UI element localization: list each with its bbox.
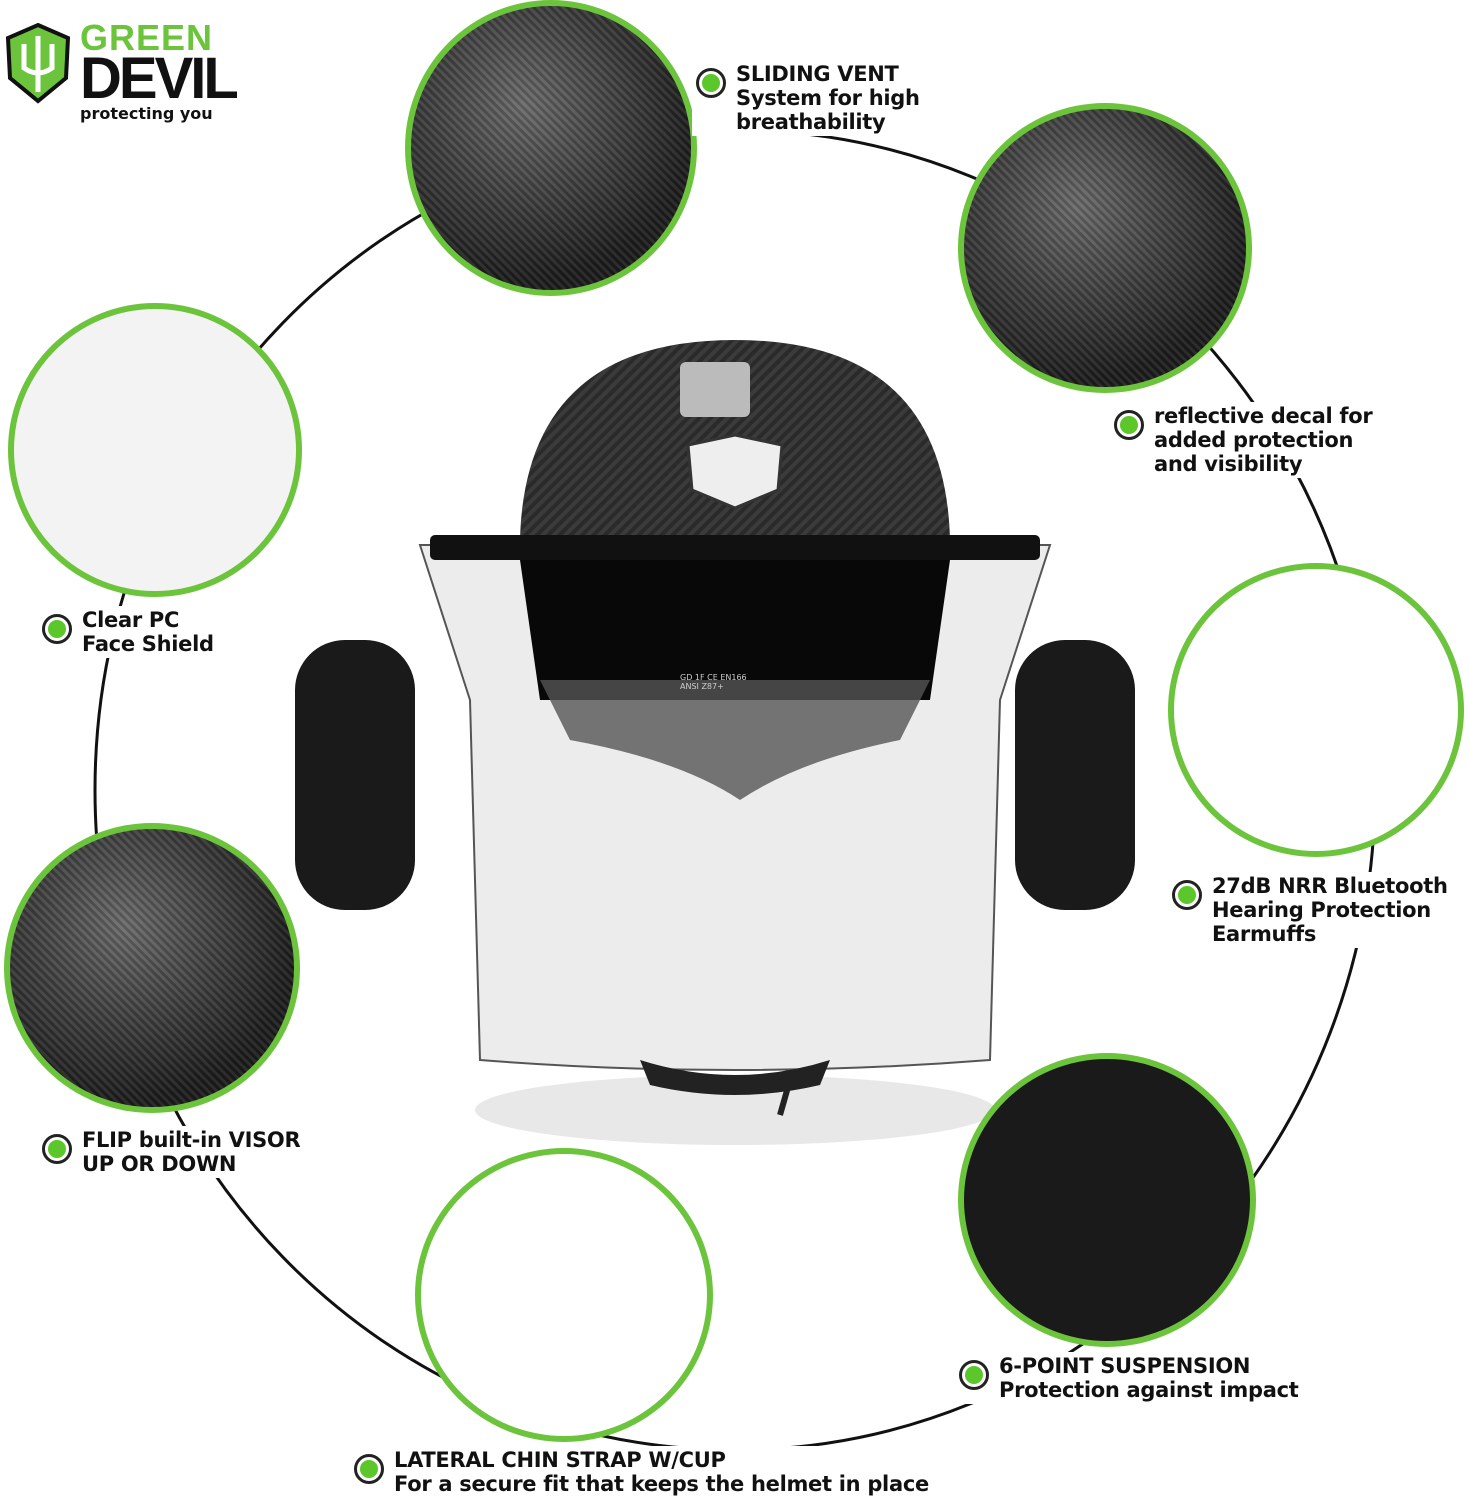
trident-shield-icon bbox=[5, 22, 71, 104]
bullet-icon bbox=[1172, 880, 1202, 910]
bullet-icon bbox=[42, 614, 72, 644]
bullet-icon bbox=[696, 68, 726, 98]
detail-flip-visor bbox=[4, 823, 300, 1113]
detail-reflective-decal bbox=[958, 103, 1252, 393]
detail-suspension bbox=[958, 1053, 1256, 1347]
detail-face-shield bbox=[8, 303, 302, 597]
bullet-icon bbox=[354, 1454, 384, 1484]
helmet-illustration bbox=[295, 340, 1135, 1145]
detail-bluetooth-earmuffs bbox=[1168, 563, 1464, 857]
detail-sliding-vent bbox=[405, 0, 697, 296]
brand-logo: GREEN DEVIL protecting you bbox=[4, 17, 239, 123]
detail-chin-strap bbox=[415, 1148, 713, 1442]
brand-name-bottom: DEVIL bbox=[80, 46, 239, 111]
bullet-icon bbox=[1114, 410, 1144, 440]
bullet-icon bbox=[959, 1360, 989, 1390]
brand-name-top: GREEN bbox=[80, 17, 214, 58]
brand-tagline: protecting you bbox=[80, 104, 213, 123]
visor-marking: GD 1F CE EN166 ANSI Z87+ bbox=[680, 673, 747, 691]
bullet-icon bbox=[42, 1134, 72, 1164]
